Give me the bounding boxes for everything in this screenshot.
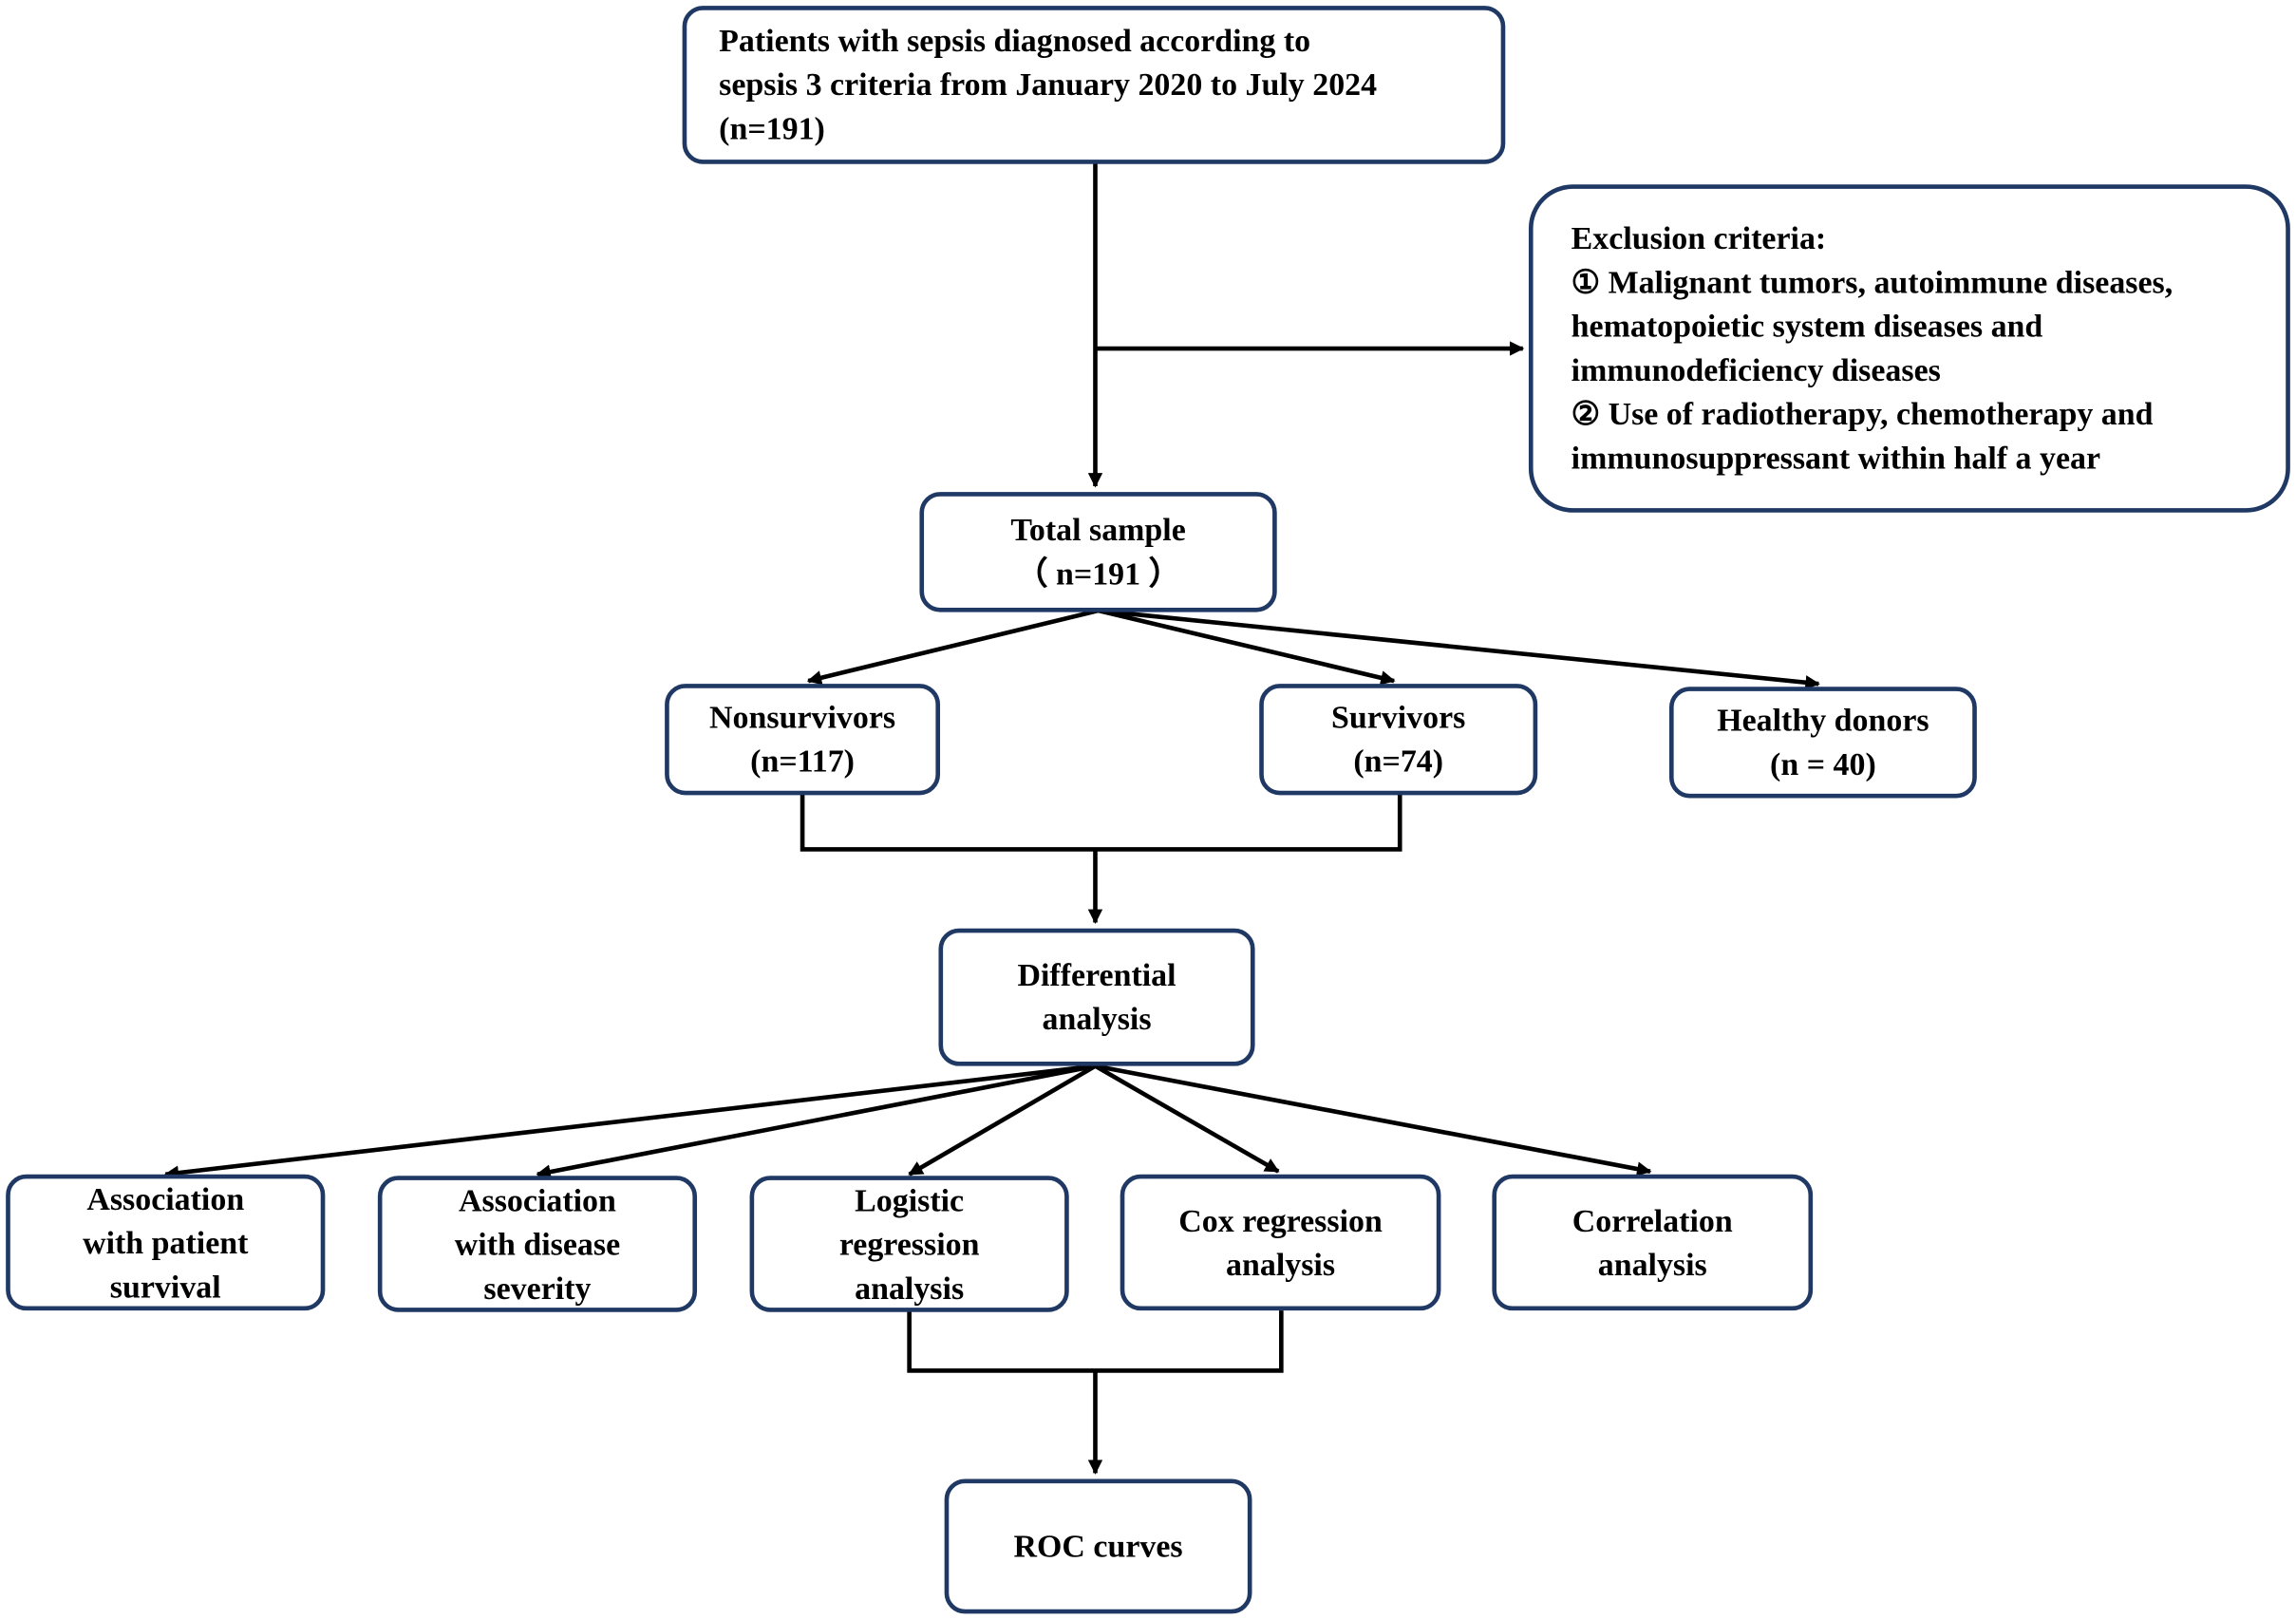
edge-total-to-healthy <box>1098 608 1820 690</box>
node-text-line: ROC curves <box>1013 1527 1183 1564</box>
roc-curves-node: ROC curves <box>944 1478 1252 1614</box>
node-text-line: analysis <box>1597 1245 1707 1283</box>
node-text-line: ① Malignant tumors, autoimmune diseases, <box>1571 263 2174 301</box>
node-text-line: severity <box>483 1269 592 1306</box>
survival-association-node: Association with patient survival <box>6 1174 326 1311</box>
node-text-line: sepsis 3 criteria from January 2020 to J… <box>719 66 1378 103</box>
node-text-line: analysis <box>1042 1000 1152 1037</box>
node-text-line: Correlation <box>1571 1201 1733 1238</box>
edge-differential-to-cox <box>1094 1064 1280 1174</box>
total-sample-node: Total sample （ n=191 ） <box>919 492 1277 612</box>
edge-differential-to-correlation <box>1095 1064 1652 1177</box>
edge-differential-to-logistic <box>908 1064 1097 1177</box>
node-text-line: (n=191) <box>719 109 825 147</box>
edge-differential-to-survival <box>163 1064 1096 1180</box>
node-text-line: Cox regression <box>1178 1201 1383 1238</box>
node-text-line: Logistic <box>855 1180 965 1218</box>
node-text-line: Healthy donors <box>1717 701 1929 739</box>
severity-association-node: Association with disease severity <box>377 1176 698 1312</box>
node-text-line: immunodeficiency diseases <box>1571 351 1941 388</box>
node-text-line: Association <box>459 1180 616 1218</box>
node-text-line: analysis <box>855 1269 965 1306</box>
node-text-line: (n=117) <box>750 742 855 780</box>
edge-differential-to-severity <box>536 1064 1096 1179</box>
node-text-line: Patients with sepsis diagnosed according… <box>719 22 1311 59</box>
logistic-regression-node: Logistic regression analysis <box>749 1176 1069 1312</box>
node-text-line: Exclusion criteria: <box>1571 219 1827 256</box>
survivors-node: Survivors (n=74) <box>1259 684 1538 796</box>
cox-regression-node: Cox regression analysis <box>1120 1174 1441 1311</box>
node-text-line: regression <box>838 1224 980 1262</box>
node-text-line: (n=74) <box>1353 742 1444 780</box>
differential-analysis-node: Differential analysis <box>938 928 1255 1066</box>
node-text-line: （ n=191 ） <box>1015 555 1181 593</box>
correlation-analysis-node: Correlation analysis <box>1492 1174 1814 1311</box>
node-text-line: hematopoietic system diseases and <box>1571 307 2043 345</box>
node-text-line: Survivors <box>1331 698 1466 736</box>
edge-groups-merge <box>800 793 1402 852</box>
node-text-line: with patient <box>83 1223 249 1260</box>
node-text-line: (n = 40) <box>1770 744 1876 782</box>
node-text-line: survival <box>109 1267 221 1305</box>
node-text-line: Differential <box>1017 955 1176 993</box>
edge-total-to-nonsurvivors <box>806 608 1100 686</box>
edge-regressions-merge <box>907 1310 1284 1373</box>
healthy-donors-node: Healthy donors (n = 40) <box>1668 687 1977 799</box>
exclusion-criteria-node: Exclusion criteria: ① Malignant tumors, a… <box>1528 184 2290 513</box>
node-text-line: Association <box>86 1179 245 1216</box>
node-text-line: analysis <box>1226 1245 1336 1283</box>
node-text-line: Nonsurvivors <box>709 698 896 736</box>
patients-node: Patients with sepsis diagnosed according… <box>682 6 1506 164</box>
node-text-line: ② Use of radiotherapy, chemotherapy and <box>1571 395 2154 432</box>
nonsurvivors-node: Nonsurvivors (n=117) <box>665 684 941 796</box>
node-text-line: Total sample <box>1010 511 1186 548</box>
node-text-line: immunosuppressant within half a year <box>1571 439 2101 477</box>
edge-total-to-survivors <box>1098 608 1396 686</box>
node-text-line: with disease <box>454 1224 621 1262</box>
